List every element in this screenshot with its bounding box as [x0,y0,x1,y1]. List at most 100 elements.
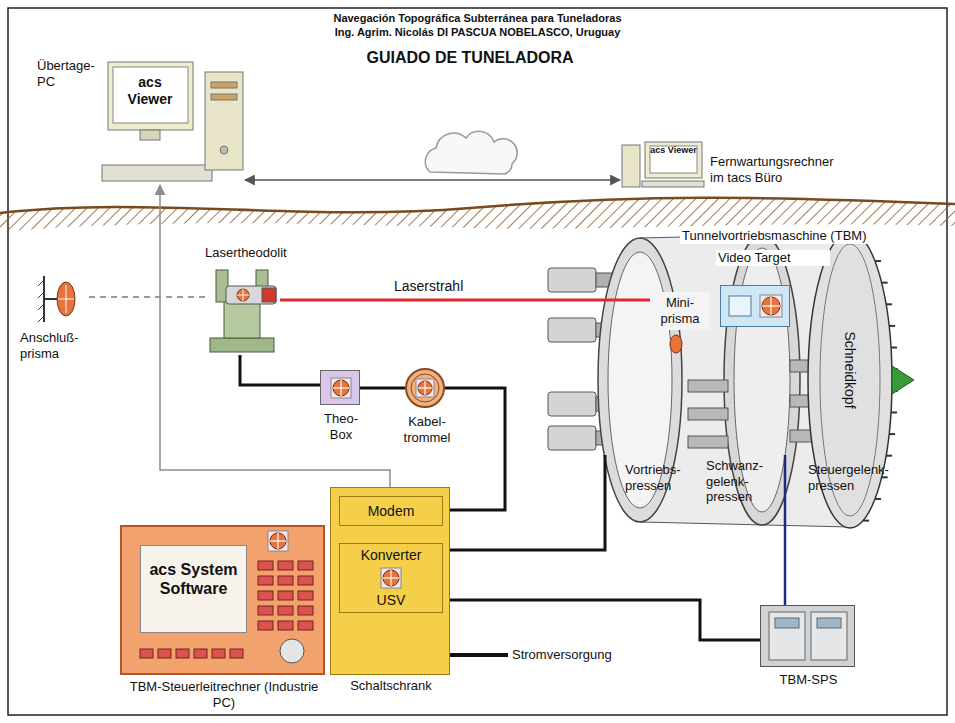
connector [240,355,320,385]
cloud-network [425,131,517,174]
panel-button [140,649,153,658]
panel-button [230,649,243,658]
header-line: Navegación Topográfica Subterránea para … [0,12,955,25]
drum-ring [411,374,439,402]
surface-pc-drawing [102,165,212,181]
connector [360,387,405,390]
laser-beam [280,299,650,302]
surface-pc-drawing [211,94,237,100]
icon-cross [340,380,341,396]
tbm-drawing [548,392,596,416]
connector [443,388,505,510]
control-computer: TBM-Steuerleitrechner (Industrie PC)acs … [120,525,325,675]
diagram-title: GUIADO DE TUNELADORA [0,48,940,67]
surface-pc-drawing [108,62,193,130]
panel-button [258,606,273,615]
theo-box: Theo- Box [320,370,360,405]
cutter-teeth [875,498,881,500]
icon-cross [762,305,780,306]
icon-cross [270,540,286,541]
node-label: Tunnelvortriebsmaschine (TBM) [680,228,904,244]
theodolite-drawing [262,288,276,302]
connector [85,296,205,298]
cloud-network [425,131,517,174]
panel-button [298,606,313,615]
icon-cross [424,381,425,395]
cable-drum: Kabel- trommel [405,368,445,408]
node-decoration [761,606,856,668]
icon-frame [331,378,351,398]
icon-frame [760,295,782,317]
remote-pc-drawing [622,142,704,187]
target-icon [331,378,351,398]
cutter-teeth [889,433,895,435]
ground-surface [0,198,955,213]
remote-pc-drawing [642,181,704,187]
node-label: Video Target [716,250,830,266]
node-label: Fernwartungsrechner im tacs Büro [710,154,840,185]
reference-prism-drawing [44,298,58,300]
target-icon [381,568,401,588]
remote-workstation: Fernwartungsrechner im tacs Büroacs View… [620,140,705,188]
tbm-machine: Tunnelvortriebsmaschine (TBM) Video Targe… [545,228,905,455]
tbm-drawing [548,318,596,342]
icon-cross [333,387,349,388]
surface-pc-drawing [113,67,188,123]
modem-box: Modem [339,496,443,526]
node-subtext: acs Viewer [650,145,697,156]
cabinet-door [769,612,805,660]
node-subtext: USV [377,592,406,609]
power-supply-wire [450,655,508,656]
cutter-teeth [886,455,892,457]
theodolite-drawing [224,300,260,338]
node-label: Mini- prisma [650,295,710,326]
icon-disc [418,381,432,395]
connector [443,600,760,640]
icon-disc [762,297,780,315]
theodolite-drawing [243,289,244,301]
tbm-plc: TBM-SPS [760,605,855,667]
node-label: Theo- Box [316,411,366,442]
cabinet-display [817,618,841,628]
icon-cross [418,387,432,388]
power-supply-wire [450,653,508,657]
node-decoration [407,370,447,410]
switch-cabinet: SchaltschrankModemKonverterUSV [330,487,450,675]
tbm-drawing [688,436,728,448]
part-label: Stromversorgung [512,647,652,663]
tbm-drawing [548,268,596,292]
icon-frame [416,379,434,397]
connector [160,185,390,496]
reference-prism-drawing [38,292,44,298]
icon-frame [268,531,288,551]
page-frame [8,8,947,715]
panel-button [258,621,273,630]
edge-label: Laserstrahl [392,278,465,295]
tbm-drawing [548,232,914,528]
surface-pc-drawing [220,146,228,154]
remote-pc-drawing [645,142,702,178]
target-icon [760,295,782,317]
node-label: Schaltschrank [331,678,451,694]
reference-prism: Anschluß- prisma [40,280,85,325]
node-label: Übertage- PC [37,58,99,89]
reference-prism-drawing [38,316,44,322]
remote-pc-drawing [622,145,640,187]
surface-pc-drawing [211,82,237,88]
workstation: Übertage- PCacs Viewer [105,60,245,185]
theodolite-drawing [210,338,274,352]
panel-button [258,561,273,570]
cutter-head: Schneidkopf [835,300,865,440]
ground-surface [0,198,955,232]
node-label: Anschluß- prisma [20,330,90,361]
cutter-teeth [882,282,888,284]
tbm-drawing [892,366,914,394]
panel-button [194,649,207,658]
icon-disc [270,533,286,549]
icon-disc [383,570,399,586]
panel-button [298,621,313,630]
connector [443,455,605,550]
mini-prism: Mini- prisma [650,292,710,330]
